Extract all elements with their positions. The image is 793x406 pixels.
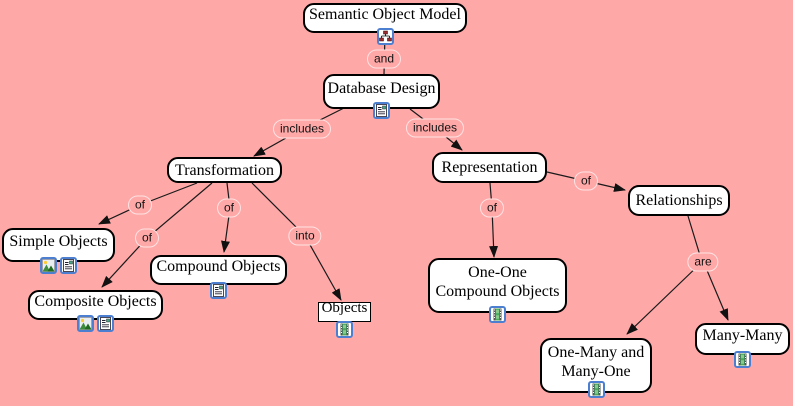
resource-icons-one-one-compound-objects (489, 306, 506, 323)
resource-icons-semantic-object-model (376, 28, 394, 45)
link-label-of-2[interactable]: of (216, 198, 242, 218)
node-label-line: Many-Many (702, 327, 783, 344)
link-label-and[interactable]: and (366, 49, 402, 69)
node-many-many[interactable]: Many-Many (695, 323, 790, 355)
resource-icons-one-many-and-many-one (587, 381, 605, 398)
node-label-line: Compound Objects (435, 283, 560, 300)
node-label: Semantic Object Model (309, 5, 461, 31)
node-label: Database Design (328, 79, 436, 105)
node-label-line: Representation (441, 159, 538, 176)
resource-icons-simple-objects (40, 257, 77, 274)
document-icon[interactable] (97, 315, 114, 332)
node-label-line: Composite Objects (34, 293, 157, 310)
link-label-of-3[interactable]: of (134, 228, 160, 248)
node-label: Many-Many (703, 326, 783, 352)
link-label-into[interactable]: into (288, 226, 322, 246)
resource-icons-many-many (734, 351, 751, 368)
node-label-line: Database Design (327, 79, 436, 97)
node-label: Objects (322, 299, 368, 325)
node-composite-objects[interactable]: Composite Objects (28, 290, 163, 320)
resource-icons-database-design (373, 102, 390, 119)
edge-relationships-to-many-many[interactable] (705, 267, 729, 321)
document-icon[interactable] (373, 102, 390, 119)
node-label: Composite Objects (34, 292, 156, 318)
node-representation[interactable]: Representation (432, 152, 547, 183)
film-icon[interactable] (489, 306, 506, 323)
link-label-of-4[interactable]: of (479, 198, 505, 218)
node-simple-objects[interactable]: Simple Objects (2, 228, 115, 262)
link-label-includes-1[interactable]: includes (272, 119, 332, 139)
film-icon[interactable] (734, 351, 751, 368)
node-transformation[interactable]: Transformation (167, 157, 282, 183)
node-label-line: Objects (321, 300, 368, 316)
link-label-are[interactable]: are (687, 252, 719, 272)
cmap-icon[interactable] (376, 28, 394, 45)
node-label: Representation (442, 158, 538, 177)
resource-icons-compound-objects (210, 282, 227, 299)
link-label-of-1[interactable]: of (127, 195, 153, 215)
film-icon[interactable] (336, 321, 353, 338)
resource-icons-objects (336, 321, 353, 338)
node-label-line: Transformation (175, 161, 274, 179)
node-label: Compound Objects (157, 257, 281, 283)
document-icon[interactable] (60, 257, 77, 274)
image-icon[interactable] (40, 257, 57, 274)
node-compound-objects[interactable]: Compound Objects (150, 255, 287, 285)
node-label-line: Many-One (561, 363, 631, 380)
image-icon[interactable] (77, 315, 94, 332)
film-icon[interactable] (587, 381, 605, 398)
node-relationships[interactable]: Relationships (628, 185, 730, 216)
node-label-line: One-One (468, 264, 527, 281)
node-label-line: One-Many and (547, 344, 645, 361)
link-label-of-5[interactable]: of (573, 171, 599, 191)
node-label: Transformation (175, 161, 274, 180)
node-label-line: Relationships (635, 192, 723, 209)
node-label-line: Semantic Object Model (309, 6, 461, 23)
node-label: Relationships (635, 191, 722, 210)
resource-icons-composite-objects (77, 315, 114, 332)
edge-representation-to-one-one-compound-objects[interactable] (489, 182, 499, 258)
edge-relationships-to-one-many-and-many-one[interactable] (626, 215, 703, 335)
link-label-includes-2[interactable]: includes (405, 118, 465, 138)
node-label-line: Compound Objects (156, 258, 281, 275)
edge-transformation-to-compound-objects[interactable] (221, 182, 231, 253)
document-icon[interactable] (210, 282, 227, 299)
node-label-line: Simple Objects (9, 233, 108, 250)
node-label: Simple Objects (9, 232, 107, 258)
node-objects[interactable]: Objects (318, 299, 371, 325)
